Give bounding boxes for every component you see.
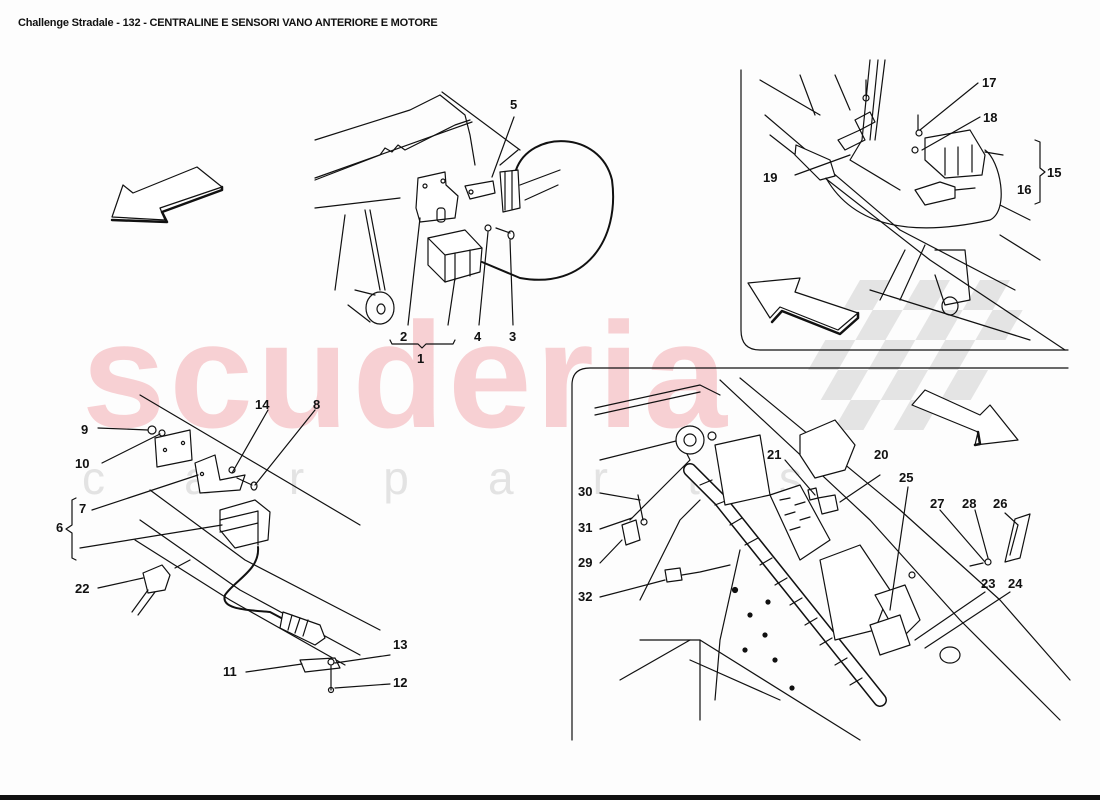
callout-6[interactable]: 6 [56, 520, 64, 535]
callout-18[interactable]: 18 [983, 110, 998, 125]
callout-27[interactable]: 27 [930, 496, 945, 511]
callout-4[interactable]: 4 [474, 329, 482, 344]
callout-11[interactable]: 11 [223, 664, 237, 679]
callout-23[interactable]: 23 [981, 576, 996, 591]
callout-24[interactable]: 24 [1008, 576, 1023, 591]
arrow-up-left-icon [747, 277, 860, 336]
panel-bottom-right [571, 367, 1071, 741]
checkered-flag-watermark [808, 280, 1023, 430]
page-title: Challenge Stradale - 132 - CENTRALINE E … [18, 17, 438, 29]
watermark-letter: p [383, 452, 409, 504]
callout-8[interactable]: 8 [313, 397, 321, 412]
callout-9[interactable]: 9 [81, 422, 89, 437]
panel-top-right [740, 59, 1069, 351]
callout-5[interactable]: 5 [510, 97, 518, 112]
callout-21[interactable]: 21 [767, 447, 782, 462]
callout-19[interactable]: 19 [763, 170, 778, 185]
callout-32[interactable]: 32 [578, 589, 593, 604]
watermark-letter: c [82, 452, 105, 504]
callout-16[interactable]: 16 [1017, 182, 1032, 197]
panel-bottom-left [65, 394, 391, 694]
arrow-down-left-icon [110, 166, 224, 224]
bottom-border [0, 795, 1100, 800]
callout-7[interactable]: 7 [79, 501, 87, 516]
callout-31[interactable]: 31 [578, 520, 593, 535]
callout-14[interactable]: 14 [255, 397, 270, 412]
callout-12[interactable]: 12 [393, 675, 408, 690]
watermark-letter: a [487, 452, 514, 504]
callout-22[interactable]: 22 [75, 581, 90, 596]
callout-13[interactable]: 13 [393, 637, 408, 652]
panel-top-center [314, 91, 615, 349]
watermark-letter: r [592, 452, 608, 504]
arrow-down-right-icon [911, 389, 1019, 447]
callout-10[interactable]: 10 [75, 456, 90, 471]
callout-29[interactable]: 29 [578, 555, 593, 570]
callout-28[interactable]: 28 [962, 496, 977, 511]
callout-15[interactable]: 15 [1047, 165, 1062, 180]
callout-26[interactable]: 26 [993, 496, 1008, 511]
callout-17[interactable]: 17 [982, 75, 997, 90]
callout-20[interactable]: 20 [874, 447, 889, 462]
watermark-scuderia: scuderia [82, 291, 731, 459]
callout-3[interactable]: 3 [509, 329, 517, 344]
callout-30[interactable]: 30 [578, 484, 593, 499]
callout-2[interactable]: 2 [400, 329, 408, 344]
callout-1[interactable]: 1 [417, 351, 425, 366]
callout-25[interactable]: 25 [899, 470, 914, 485]
